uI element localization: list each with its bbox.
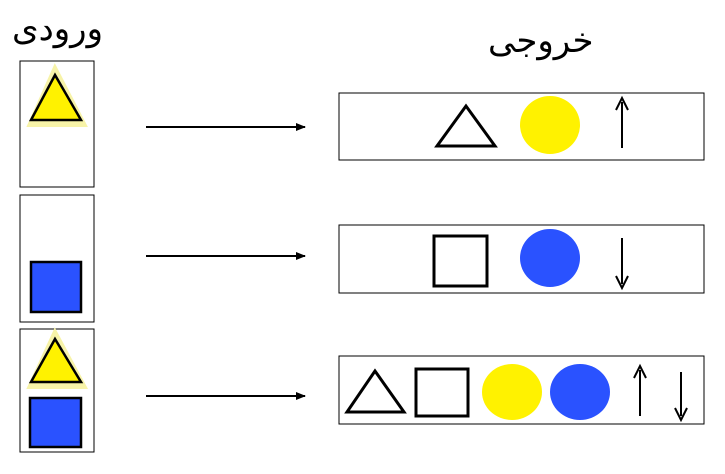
row-3 — [19, 327, 705, 453]
input-heading: ورودی — [12, 9, 104, 49]
blue-circle — [550, 364, 610, 420]
triangle-outline-icon — [434, 103, 498, 148]
up-arrow-icon — [615, 95, 629, 148]
blue-square-shape — [29, 260, 83, 314]
row-2 — [19, 194, 705, 323]
up-arrow-icon — [633, 363, 647, 416]
down-arrow-icon — [674, 372, 688, 423]
down-arrow-icon — [615, 238, 629, 291]
yellow-triangle-shape — [26, 63, 88, 127]
square-outline-icon — [432, 234, 489, 288]
yellow-circle — [520, 96, 580, 154]
yellow-triangle-shape — [26, 327, 89, 389]
output-heading: خروجی — [488, 21, 594, 61]
blue-circle — [520, 229, 580, 287]
triangle-outline-icon — [344, 368, 407, 414]
blue-square-shape — [28, 396, 83, 449]
yellow-circle — [482, 364, 542, 420]
row-1 — [19, 60, 705, 188]
square-outline-icon — [414, 367, 470, 418]
